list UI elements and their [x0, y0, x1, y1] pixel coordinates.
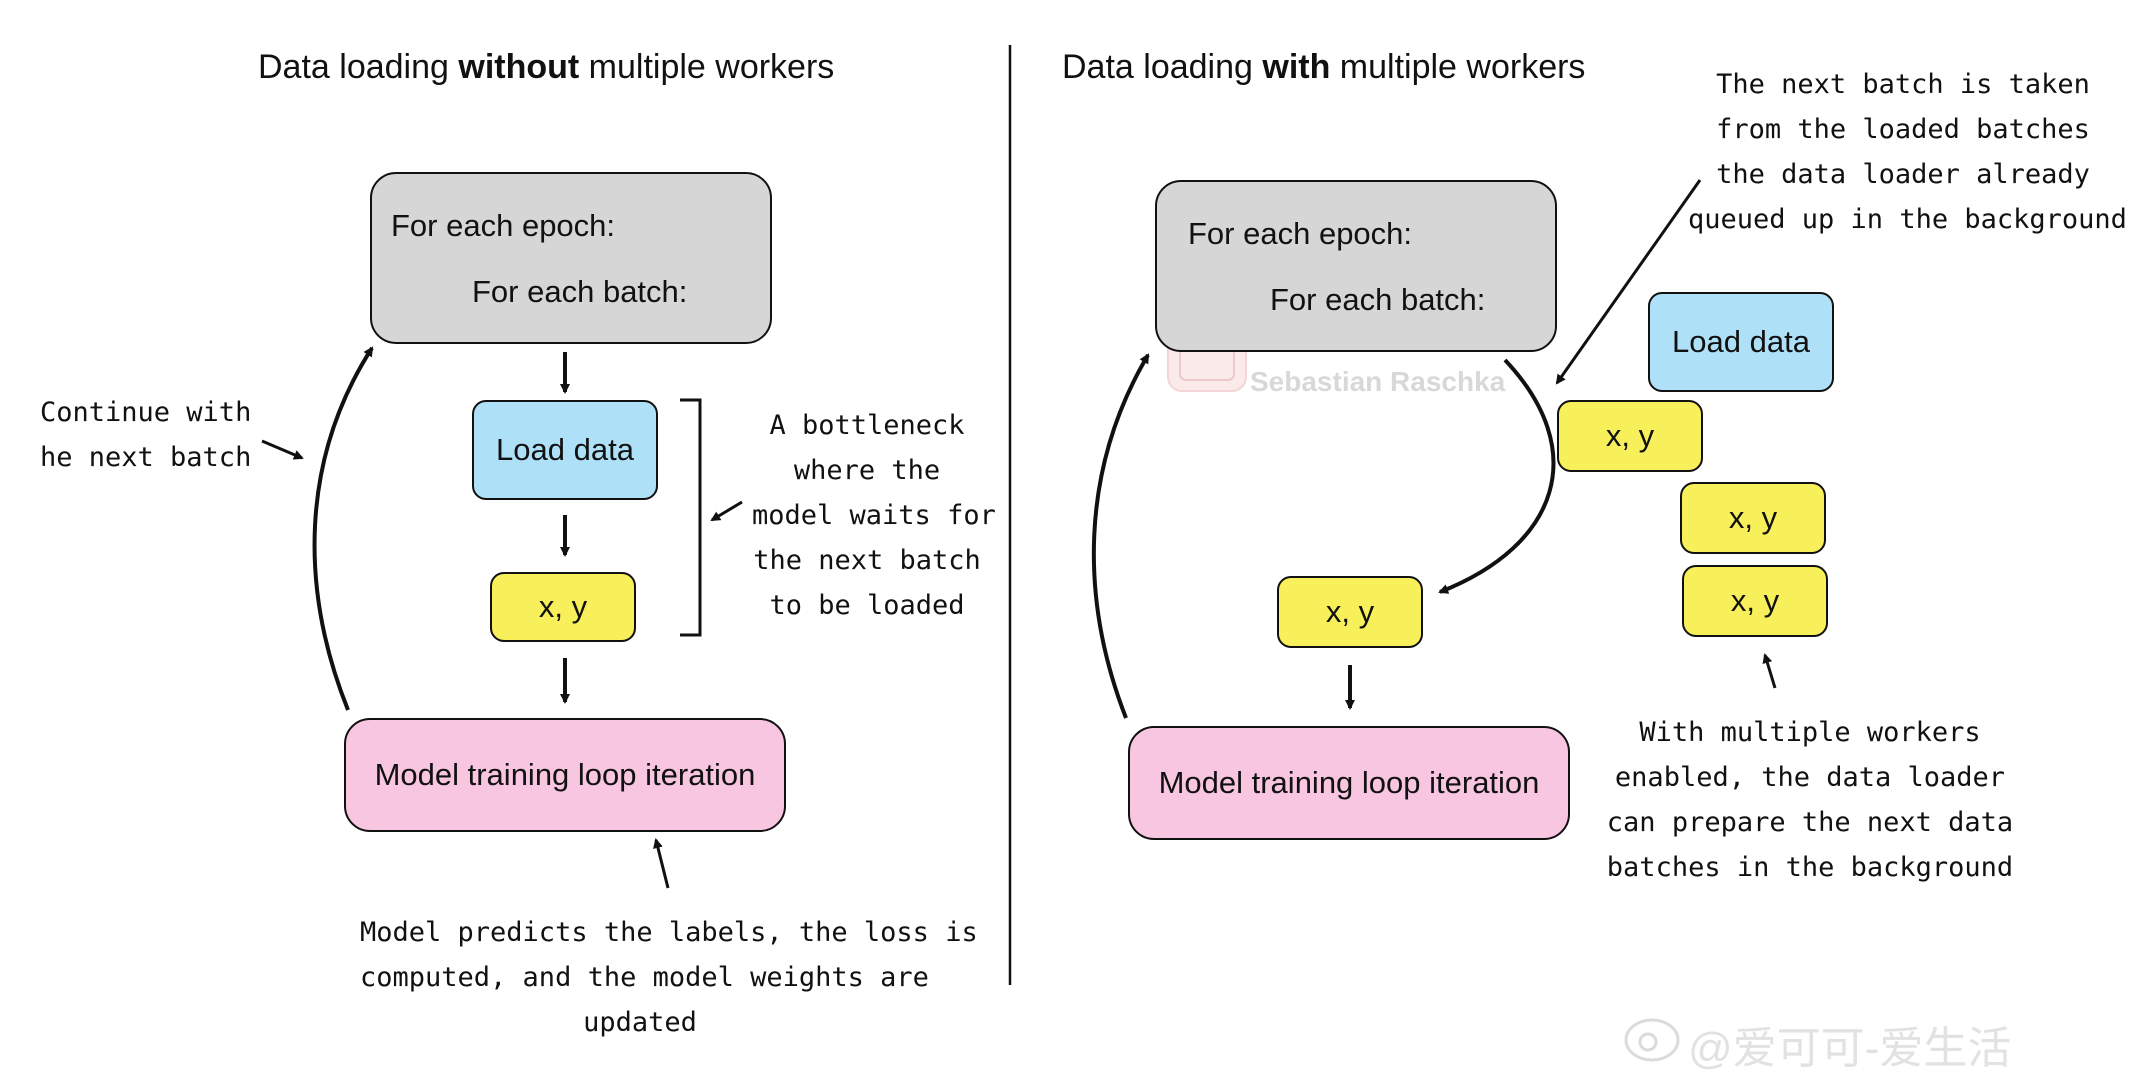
predict-pointer-arrow [653, 838, 670, 889]
weibo-logo [1624, 1018, 1680, 1062]
batch-label: For each batch: [472, 274, 688, 309]
bottleneck-bracket [680, 398, 702, 637]
continue-pointer-arrow [261, 439, 304, 460]
epoch-label: For each epoch: [391, 208, 616, 243]
epoch-label-right: For each epoch: [1188, 216, 1413, 251]
workers-pointer-arrow [1762, 653, 1777, 689]
loop-back-arrow-right [1091, 353, 1150, 719]
right-title-emphasis: with [1262, 48, 1331, 86]
queued-xy-box-1: x, y [1557, 400, 1703, 472]
loop-back-arrow [312, 346, 374, 711]
queued-xy-box-3: x, y [1682, 565, 1828, 637]
epoch-loop-box-right [1155, 180, 1557, 352]
bottleneck-pointer-arrow [710, 500, 743, 522]
next-batch-pointer-arrow [1555, 179, 1702, 385]
left-title-emphasis: without [458, 48, 580, 86]
right-title: Data loading with multiple workers [1062, 48, 1586, 86]
load-data-box: Load data [472, 400, 658, 500]
queued-xy-box-2: x, y [1680, 482, 1826, 554]
author-watermark: Sebastian Raschka [1250, 366, 1506, 397]
epoch-loop-box [370, 172, 772, 344]
xy-batch-box: x, y [490, 572, 636, 642]
left-title: Data loading without multiple workers [258, 48, 835, 86]
continue-note: Continue with he next batch [40, 397, 252, 473]
workers-note: With multiple workers enabled, the data … [1606, 717, 2014, 883]
training-iteration-box: Model training loop iteration [344, 718, 786, 832]
weibo-credit: @爱可可-爱生活 [1688, 1024, 2012, 1073]
training-iteration-box-right: Model training loop iteration [1128, 726, 1570, 840]
dequeue-arrow [1438, 358, 1556, 594]
predict-note: Model predicts the labels, the loss is c… [360, 917, 978, 1038]
batch-label-right: For each batch: [1270, 282, 1486, 317]
bottleneck-note: A bottleneck where the model waits for t… [752, 410, 996, 621]
next-batch-note: The next batch is taken from the loaded … [1688, 69, 2127, 235]
current-xy-box: x, y [1277, 576, 1423, 648]
load-data-box-right: Load data [1648, 292, 1834, 392]
